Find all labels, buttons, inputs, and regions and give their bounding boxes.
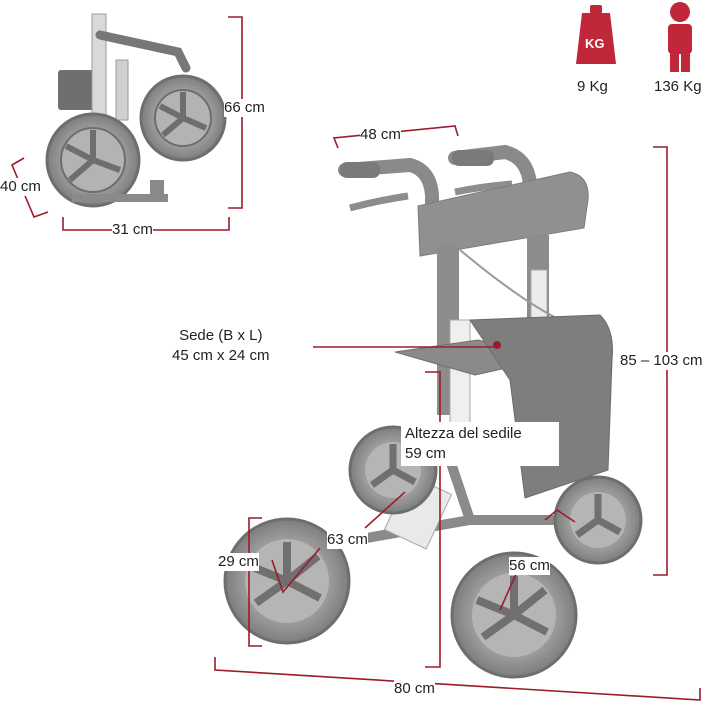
folded-rollator-image (45, 13, 227, 208)
folded-width-label: 31 cm (112, 221, 153, 239)
back-width-label: 56 cm (509, 557, 550, 575)
seat-size-label: Sede (B x L) 45 cm x 24 cm (172, 326, 270, 366)
handle-height-label: 85 – 103 cm (620, 352, 703, 370)
wheel-diameter-label: 29 cm (218, 553, 259, 571)
folded-depth-label: 40 cm (0, 178, 41, 196)
seat-size-line1: Sede (B x L) (179, 327, 263, 344)
seat-height-label: Altezza del sedile 59 cm (401, 422, 559, 466)
seat-height-line2: 59 cm (405, 445, 446, 462)
wheel-rear-right (553, 475, 643, 565)
weight-label: 9 Kg (577, 78, 608, 96)
weight-icon-text: KG (585, 36, 605, 51)
inner-width-label: 63 cm (327, 531, 368, 549)
weight-kg-icon (576, 5, 616, 64)
seat-size-line2: 45 cm x 24 cm (172, 347, 270, 364)
length-label: 80 cm (394, 680, 435, 698)
person-icon (668, 2, 692, 72)
seat-marker-dot (493, 341, 501, 349)
handle-width-label: 48 cm (360, 126, 401, 144)
wheel-front-right (450, 551, 578, 679)
capacity-label: 136 Kg (654, 78, 702, 96)
folded-height-label: 66 cm (224, 99, 265, 117)
seat-height-line1: Altezza del sedile (405, 425, 522, 442)
rollator-image (223, 144, 643, 679)
